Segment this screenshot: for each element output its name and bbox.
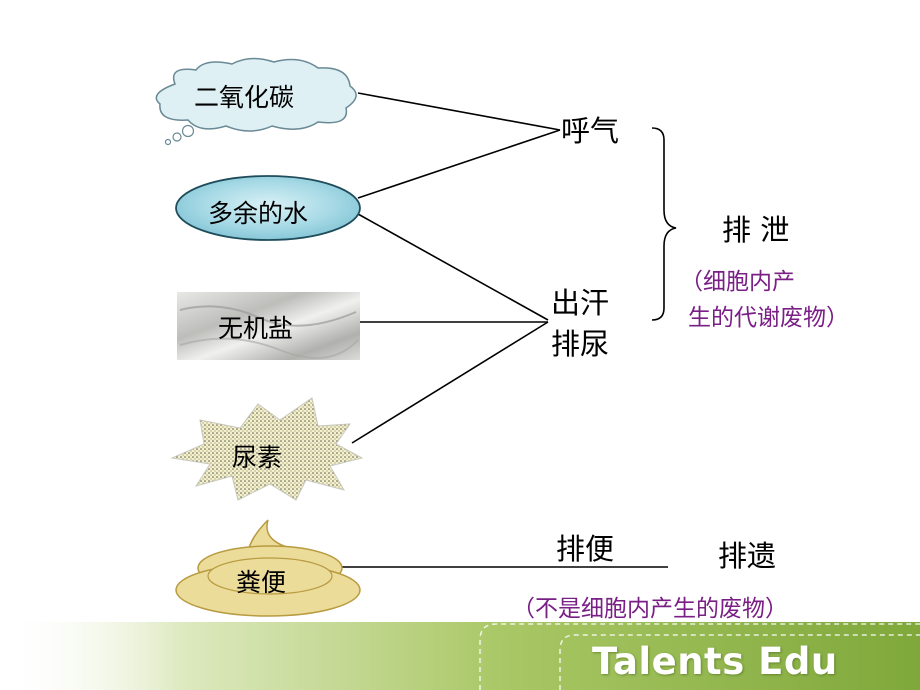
urea-starburst-shape: [170, 397, 364, 501]
salt-marble-shape: [177, 292, 360, 360]
route-sweat-label: 出汗: [551, 286, 610, 320]
line-water-sweat: [357, 213, 549, 321]
excretion-brace: [651, 127, 677, 321]
node-feces-label: 粪便: [236, 568, 287, 597]
egestion-note: （不是细胞内产生的废物）: [512, 596, 788, 622]
route-defecate-label: 排便: [556, 532, 615, 566]
node-salt-label: 无机盐: [218, 314, 294, 343]
line-urea-sweat: [351, 321, 549, 444]
water-ellipse-shape: [175, 175, 361, 241]
excretion-note-line2: 生的代谢废物）: [688, 305, 849, 331]
excretion-label: 排 泄: [722, 213, 790, 247]
excretion-note-line1: （细胞内产: [680, 269, 795, 295]
egestion-label: 排遗: [718, 539, 777, 573]
connector-lines: [338, 92, 668, 568]
co2-cloud-shape: [155, 57, 357, 146]
route-urine-label: 排尿: [551, 327, 610, 361]
route-breath-label: 呼气: [561, 114, 620, 148]
footer-dashed-frame: [479, 623, 920, 690]
brand-logo-text: Talents Edu: [592, 640, 838, 683]
node-co2-label: 二氧化碳: [194, 83, 295, 112]
node-water-label: 多余的水: [208, 199, 309, 228]
line-co2-breath: [357, 92, 561, 131]
line-water-breath: [357, 129, 561, 199]
feces-pile-shape: [175, 519, 361, 617]
node-urea-label: 尿素: [232, 443, 283, 472]
footer-band: [0, 622, 920, 690]
